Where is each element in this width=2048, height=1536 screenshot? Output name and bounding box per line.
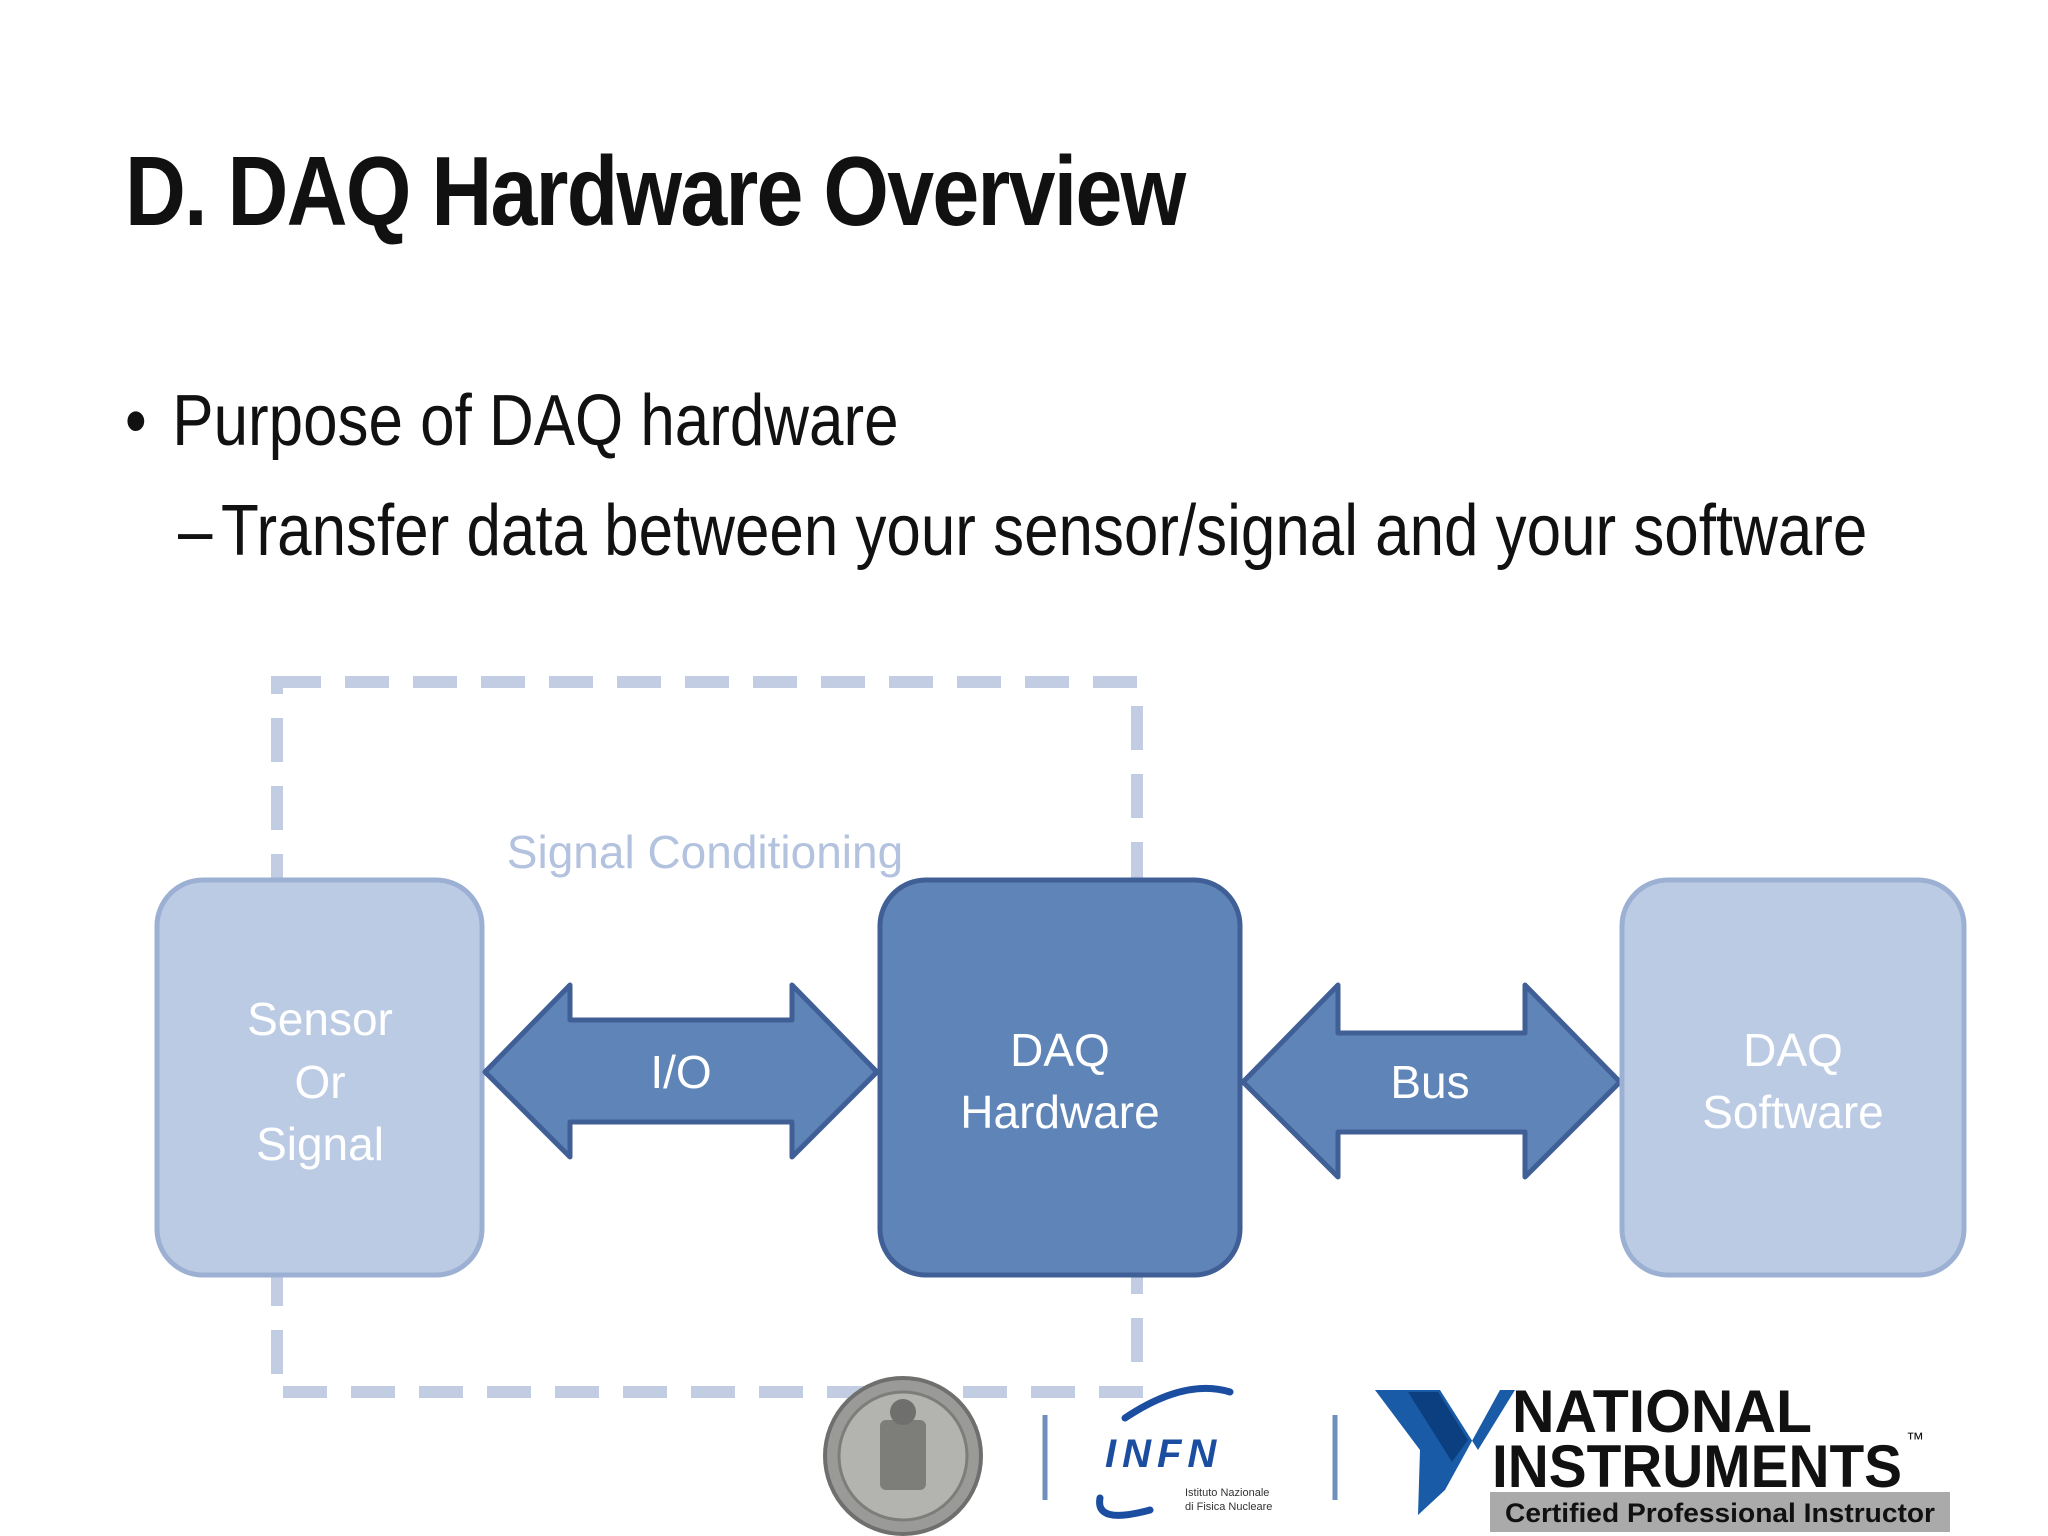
svg-text:NATIONAL: NATIONAL — [1512, 1378, 1812, 1445]
national-instruments-logo: NATIONAL INSTRUMENTS ™ Certified Profess… — [1375, 1378, 1950, 1532]
signal-conditioning-label: Signal Conditioning — [507, 826, 903, 878]
daq-hardware-label-line1: DAQ — [1010, 1024, 1110, 1076]
bus-label: Bus — [1390, 1056, 1469, 1108]
io-label: I/O — [650, 1046, 711, 1098]
sub-bullet-marker: – — [178, 491, 213, 571]
sensor-block — [154, 877, 485, 1278]
svg-text:di Fisica Nucleare: di Fisica Nucleare — [1185, 1501, 1272, 1513]
sensor-label-line3: Signal — [256, 1118, 384, 1170]
daq-software-label-line1: DAQ — [1743, 1024, 1843, 1076]
sensor-label-line2: Or — [294, 1056, 345, 1108]
daq-hardware-block — [877, 877, 1243, 1278]
svg-text:INSTRUMENTS: INSTRUMENTS — [1492, 1433, 1902, 1500]
daq-hardware-label-line2: Hardware — [960, 1086, 1159, 1138]
bullet-marker: • — [125, 381, 147, 461]
sub-bullet-item: –Transfer data between your sensor/signa… — [178, 490, 1867, 572]
sub-bullet-text: Transfer data between your sensor/signal… — [221, 491, 1868, 571]
infn-logo: INFN Istituto Nazionale di Fisica Nuclea… — [1096, 1384, 1272, 1519]
svg-text:Certified Professional Instruc: Certified Professional Instructor — [1505, 1498, 1935, 1528]
io-arrow — [482, 982, 880, 1160]
bullet-text: Purpose of DAQ hardware — [172, 381, 899, 461]
university-seal-logo — [823, 1376, 983, 1536]
sensor-label-line1: Sensor — [247, 993, 393, 1045]
svg-text:™: ™ — [1906, 1429, 1924, 1449]
daq-software-block — [1619, 877, 1967, 1278]
bullet-item: • Purpose of DAQ hardware — [125, 380, 899, 462]
daq-software-label-line2: Software — [1702, 1086, 1884, 1138]
svg-text:Istituto Nazionale: Istituto Nazionale — [1185, 1487, 1269, 1499]
svg-text:INFN: INFN — [1105, 1432, 1222, 1476]
slide-title: D. DAQ Hardware Overview — [125, 136, 1186, 246]
signal-conditioning-boundary — [271, 676, 1143, 1398]
